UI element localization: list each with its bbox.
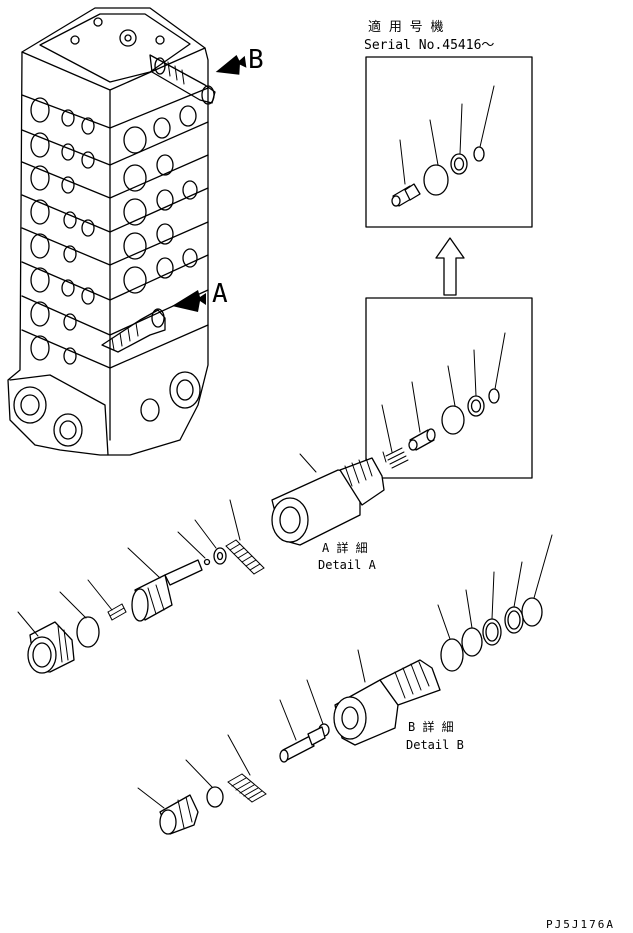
detail-a-spring (225, 499, 265, 575)
applicable-serial-number: Serial No.45416～ (364, 38, 494, 53)
old-parts-detail (381, 332, 506, 469)
detail-a-small-spring (87, 579, 127, 621)
detail-a-spool (127, 547, 203, 622)
detail-b-seals (437, 534, 553, 672)
detail-a-title-jp: A 詳 細 (322, 540, 368, 555)
callout-label-a: A (212, 279, 228, 309)
callout-arrow-a-icon (172, 290, 206, 312)
applicable-serial-heading: 適 用 号 機 (368, 19, 443, 35)
new-parts-box (365, 56, 533, 228)
detail-b-poppet (279, 699, 326, 763)
detail-a-ball (177, 531, 211, 566)
detail-a-valve-body (271, 453, 385, 546)
detail-b-plug (137, 787, 199, 835)
drawing-id: PJ5J176A (546, 918, 615, 931)
detail-a-seal (59, 591, 100, 648)
control-valve-assembly (7, 7, 216, 456)
detail-b-ball (306, 679, 330, 737)
detail-b-seal (185, 759, 224, 808)
detail-b-title-en: Detail B (406, 738, 464, 752)
old-parts-box (365, 297, 533, 479)
detail-a-title-en: Detail A (318, 558, 377, 572)
replacement-arrow-icon (435, 237, 465, 296)
detail-b-spring (227, 734, 267, 803)
callout-arrow-b-icon (215, 54, 247, 75)
detail-b-title-jp: B 詳 細 (408, 719, 454, 734)
new-parts-detail (391, 85, 495, 207)
detail-a-washer (194, 519, 227, 565)
detail-a-plug (17, 611, 75, 674)
detail-b-valve-body (333, 649, 441, 746)
callout-label-b: B (248, 45, 264, 75)
